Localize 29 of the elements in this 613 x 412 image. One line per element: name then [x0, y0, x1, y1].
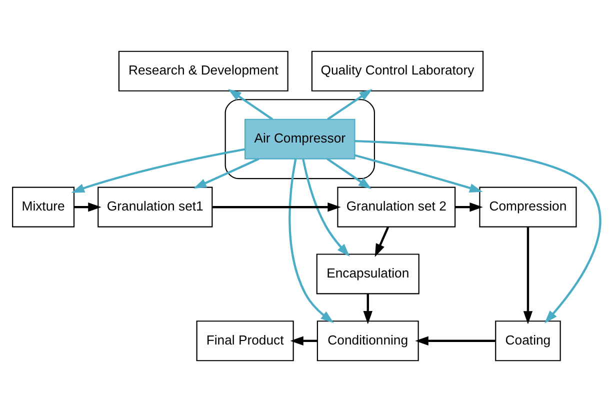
node-box: Air Compressor [244, 118, 356, 160]
node-box: Conditionning [316, 320, 419, 362]
arrow [374, 226, 390, 258]
arrow [212, 202, 341, 212]
arrow [288, 158, 334, 324]
node-box: Final Product [196, 320, 294, 362]
arrow [228, 89, 274, 120]
arrow [327, 89, 373, 120]
node-box: Granulation set1 [98, 186, 213, 228]
arrow [354, 140, 602, 324]
arrow [302, 158, 350, 257]
node-box: Encapsulation [316, 254, 420, 294]
arrow [193, 158, 260, 189]
arrow [326, 158, 372, 190]
node-box: Mixture [12, 186, 75, 228]
node-box: Quality Control Laboratory [311, 50, 484, 92]
arrow [456, 202, 483, 212]
cluster [224, 99, 375, 180]
node-box: Coating [495, 320, 561, 362]
arrow [354, 154, 483, 193]
arrow [71, 148, 245, 193]
arrow [290, 336, 318, 346]
node-box: Granulation set 2 [337, 186, 456, 228]
arrow [523, 227, 533, 324]
arrow [363, 294, 372, 324]
node-box: Research & Development [118, 50, 288, 92]
arrow [415, 336, 496, 346]
node-box: Compression [479, 186, 577, 228]
arrow [74, 202, 102, 212]
